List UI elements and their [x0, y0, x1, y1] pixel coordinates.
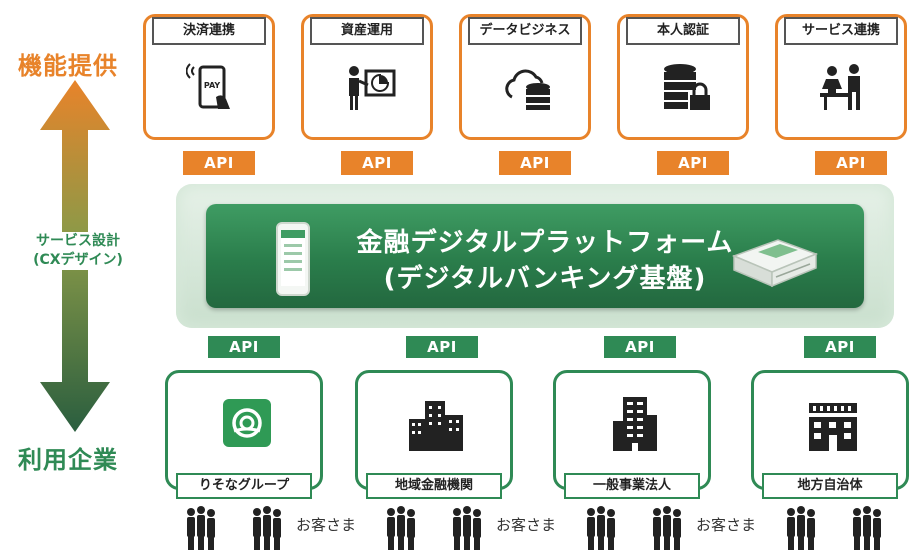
- people-silhouette-icon: [853, 506, 881, 550]
- people-silhouette-icon: [387, 506, 415, 550]
- people-silhouette-icon: [453, 506, 481, 550]
- svg-text:PAY: PAY: [204, 81, 221, 90]
- entity-box-regional-banks: 地域金融機関: [355, 370, 513, 499]
- api-badge: API: [604, 336, 676, 358]
- service-box-auth: 本人認証: [617, 14, 749, 140]
- service-box-asset: 資産運用: [301, 14, 433, 140]
- entity-label: 地方自治体: [762, 473, 898, 499]
- platform-subtitle: (デジタルバンキング基盤): [383, 264, 707, 294]
- people-silhouette-icon: [787, 506, 815, 550]
- service-label: 資産運用: [310, 17, 424, 45]
- service-design-line2: (CXデザイン): [33, 252, 123, 268]
- entity-box-resona: りそなグループ: [165, 370, 323, 499]
- service-box-integration: サービス連携: [775, 14, 907, 140]
- api-badge: API: [183, 151, 255, 175]
- api-badge: API: [804, 336, 876, 358]
- service-box-data: データビジネス: [459, 14, 591, 140]
- customers-label: お客さま: [496, 516, 557, 534]
- service-design-label: サービス設計 (CXデザイン): [2, 232, 154, 270]
- people-silhouette-icon: [187, 506, 215, 550]
- api-badge: API: [657, 151, 729, 175]
- office-tower-icon: [613, 397, 657, 451]
- bank-buildings-icon: [409, 401, 463, 451]
- presentation-icon: [349, 66, 396, 110]
- smartphone-icon: [276, 222, 310, 296]
- entity-label: 一般事業法人: [564, 473, 700, 499]
- service-counter-icon: [820, 64, 860, 110]
- provider-label: 機能提供: [18, 52, 118, 80]
- api-badge: API: [499, 151, 571, 175]
- people-silhouette-icon: [587, 506, 615, 550]
- municipal-building-icon: [809, 403, 857, 451]
- service-label: 決済連携: [152, 17, 266, 45]
- resona-logo-icon: [223, 399, 271, 447]
- entity-box-corporations: 一般事業法人: [553, 370, 711, 499]
- entity-box-municipalities: 地方自治体: [751, 370, 909, 499]
- platform-title: 金融デジタルプラットフォーム: [356, 228, 734, 258]
- api-badge: API: [406, 336, 478, 358]
- service-label: 本人認証: [626, 17, 740, 45]
- people-silhouette-icon: [653, 506, 681, 550]
- secure-database-icon: [664, 64, 710, 110]
- entity-label: 地域金融機関: [366, 473, 502, 499]
- mobile-pay-icon: PAY: [186, 63, 230, 109]
- api-badge: API: [208, 336, 280, 358]
- entity-label: りそなグループ: [176, 473, 312, 499]
- service-label: サービス連携: [784, 17, 898, 45]
- customers-label: お客さま: [696, 516, 757, 534]
- customers-label: お客さま: [296, 516, 357, 534]
- service-label: データビジネス: [468, 17, 582, 45]
- user-companies-label: 利用企業: [18, 446, 118, 474]
- service-design-line1: サービス設計: [36, 233, 120, 249]
- people-silhouette-icon: [253, 506, 281, 550]
- service-box-payment: 決済連携 PAY: [143, 14, 275, 140]
- cloud-database-icon: [505, 69, 550, 110]
- server-device-icon: [731, 239, 819, 288]
- api-badge: API: [815, 151, 887, 175]
- api-badge: API: [341, 151, 413, 175]
